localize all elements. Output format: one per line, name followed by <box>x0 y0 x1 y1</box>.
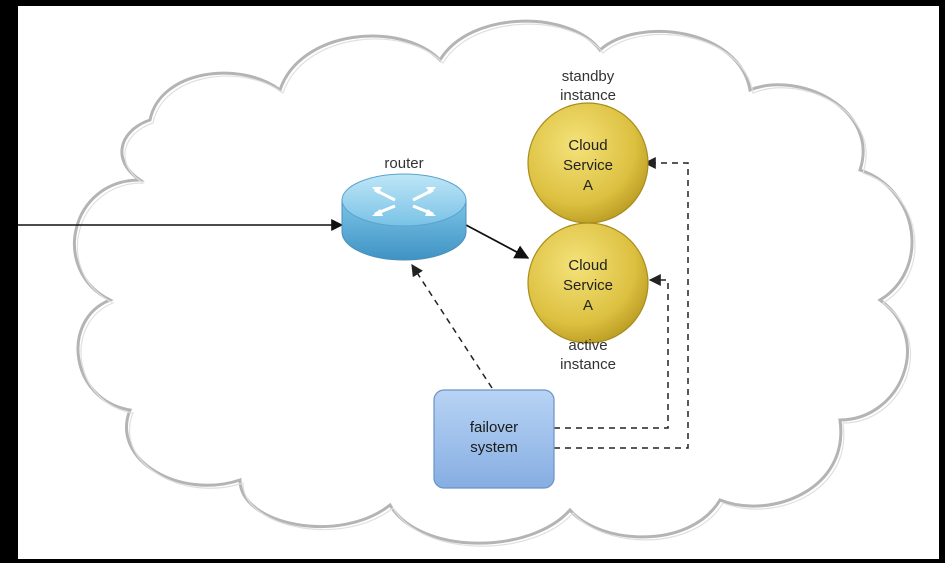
failover-system-box <box>433 389 555 489</box>
cloud-outline-inner <box>77 23 916 547</box>
router <box>341 173 467 261</box>
failover-label-line1: failover <box>470 419 518 436</box>
frame-border-top <box>0 0 945 6</box>
frame-border-left <box>0 0 18 563</box>
standby-service-line2: Service <box>563 157 613 174</box>
standby-label-line2: instance <box>560 87 616 104</box>
failover-label-line2: system <box>470 439 518 456</box>
router-arrows-icon <box>372 187 436 216</box>
active-label-line1: active <box>568 337 607 354</box>
router-label: router <box>384 155 423 172</box>
active-label-line2: instance <box>560 356 616 373</box>
active-service-line3: A <box>583 297 593 314</box>
standby-service-line3: A <box>583 177 593 194</box>
active-service-circle <box>527 222 649 344</box>
frame-border-bottom <box>0 559 945 563</box>
standby-service-line1: Cloud <box>568 137 607 154</box>
router-to-active-arrow <box>465 224 530 259</box>
standby-label-line1: standby <box>562 68 615 85</box>
failover-to-standby-arrow <box>554 157 689 449</box>
active-service-line1: Cloud <box>568 257 607 274</box>
failover-to-active-arrow <box>554 274 669 429</box>
frame-border-right <box>939 0 945 563</box>
failover-to-router-arrow <box>411 263 493 389</box>
active-service-line2: Service <box>563 277 613 294</box>
